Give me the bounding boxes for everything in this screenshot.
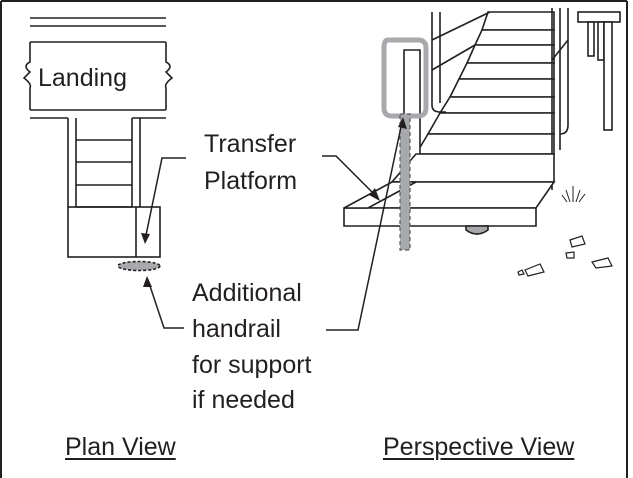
perspective-transfer-platform [343,153,556,235]
perspective-stair-steps [414,11,555,155]
plan-view-drawing [22,17,174,272]
arrowheads [141,117,407,287]
handrail-note-line-3: for support [192,351,312,379]
handrail-note-line-1: Additional [192,279,302,307]
landing-break-left [22,42,32,110]
background-deck-posts [577,11,621,131]
stair-treads [76,139,132,208]
perspective-additional-handrail [381,37,429,251]
perspective-view-drawing [343,8,621,277]
ground-rocks [517,235,613,277]
transfer-platform-line-1: Transfer [204,130,297,158]
transfer-platform-line-2: Platform [204,167,298,195]
platform-support-post [465,225,489,235]
perspective-view-caption: Perspective View [383,433,575,461]
handrail-note-line-2: handrail [192,315,281,343]
handrail-note-line-4: if needed [192,386,295,414]
leader-lines [144,121,403,331]
plan-view-caption: Plan View [65,433,176,461]
grass-tuft [561,186,586,203]
plan-transfer-platform [67,206,161,258]
plan-handrail-footprint [117,260,161,272]
landing-label: Landing [38,64,127,92]
perspective-left-handrail [431,11,491,113]
landing-outline [22,17,174,119]
landing-break-right [164,42,174,110]
